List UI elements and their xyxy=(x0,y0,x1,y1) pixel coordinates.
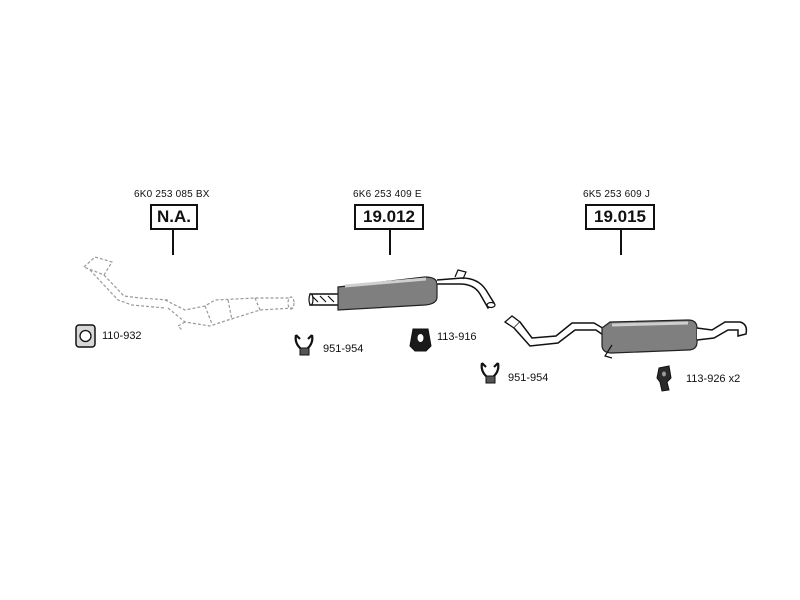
middle-silencer-part[interactable] xyxy=(308,269,496,311)
clamp-icon-1[interactable] xyxy=(294,334,314,356)
clamp-2-part-number: 951-954 xyxy=(508,372,549,384)
gasket-icon[interactable] xyxy=(75,324,96,348)
mount-part-number: 113-916 xyxy=(437,331,477,343)
clamp-icon-2[interactable] xyxy=(480,362,500,384)
hanger-part-number: 113-926 x2 xyxy=(686,373,741,385)
ref-box-rear-silencer[interactable]: 19.015 xyxy=(585,204,655,230)
leader-line-middle-silencer xyxy=(389,230,391,255)
oem-number-catalyst: 6K0 253 085 BX xyxy=(134,189,210,200)
clamp-1-part-number: 951-954 xyxy=(323,343,364,355)
rubber-mount-icon[interactable] xyxy=(409,328,432,352)
leader-line-rear-silencer xyxy=(620,230,622,255)
oem-number-middle-silencer: 6K6 253 409 E xyxy=(353,189,422,200)
rear-silencer-part[interactable] xyxy=(503,315,748,359)
ref-box-catalyst[interactable]: N.A. xyxy=(150,204,198,230)
leader-line-catalyst xyxy=(172,230,174,255)
hanger-icon[interactable] xyxy=(656,365,672,392)
gasket-part-number: 110-932 xyxy=(102,330,142,342)
ref-box-middle-silencer[interactable]: 19.012 xyxy=(354,204,424,230)
oem-number-rear-silencer: 6K5 253 609 J xyxy=(583,189,651,200)
catalytic-converter-part[interactable] xyxy=(82,256,295,331)
